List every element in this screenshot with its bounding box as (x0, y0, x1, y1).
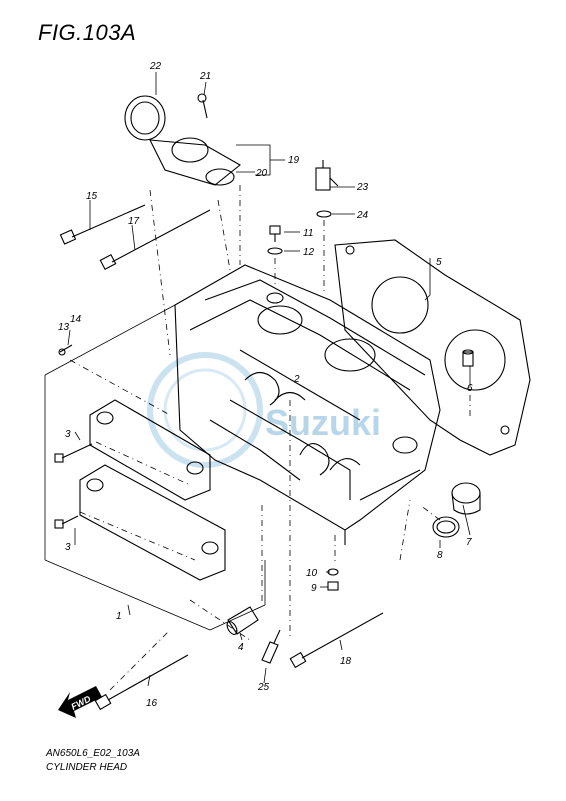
callout-6: 6 (467, 383, 473, 394)
figure-title: FIG.103A (38, 20, 137, 45)
figure-code: AN650L6_E02_103A (46, 748, 140, 759)
bolt-3-upper (54, 443, 93, 463)
washer-24 (316, 210, 332, 218)
figure-name: CYLINDER HEAD (46, 762, 128, 773)
alignment-centerlines (69, 185, 471, 691)
callout-18: 18 (340, 656, 352, 667)
callout-3-upper: 3 (65, 429, 71, 440)
callout-8: 8 (437, 550, 443, 561)
washer-12 (267, 247, 283, 255)
callout-3-lower: 3 (65, 542, 71, 553)
o-ring (432, 516, 460, 538)
callout-19: 19 (288, 155, 300, 166)
temperature-sensor (315, 160, 339, 191)
callout-21: 21 (199, 71, 211, 82)
callout-25: 25 (257, 682, 270, 693)
bolt-15 (59, 204, 146, 245)
cap (451, 482, 481, 515)
camshaft-holder-lower (79, 464, 226, 581)
pipe-4 (226, 606, 259, 635)
callout-13: 13 (58, 322, 70, 333)
bolt-11 (269, 225, 281, 242)
spark-plug (261, 629, 281, 664)
callout-23: 23 (356, 182, 369, 193)
cylinder-head-frame (44, 304, 266, 631)
callout-7: 7 (466, 537, 472, 548)
leader-lines (67, 72, 471, 687)
callout-16: 16 (146, 698, 158, 709)
fitting-13-14 (58, 344, 73, 356)
callout-labels: 1 2 3 3 4 5 6 7 8 9 10 11 12 13 14 15 16… (58, 61, 473, 709)
callout-11: 11 (303, 228, 313, 239)
watermark-text: Suzuki (265, 402, 381, 443)
callout-9: 9 (311, 583, 317, 594)
bolt-16 (94, 654, 189, 711)
bolt-17 (99, 209, 211, 270)
callout-10: 10 (306, 568, 318, 579)
watermark-logo: Suzuki (147, 352, 381, 468)
dowel-pin (462, 349, 474, 367)
head-gasket (334, 239, 531, 456)
callout-24: 24 (356, 210, 369, 221)
callout-20: 20 (255, 168, 268, 179)
callout-2: 2 (293, 374, 300, 385)
callout-12: 12 (303, 247, 315, 258)
callout-1: 1 (116, 611, 122, 622)
callout-5: 5 (436, 257, 442, 268)
bolt-3-lower (54, 515, 79, 529)
thermostat-housing (124, 95, 241, 186)
bolt-18 (289, 612, 384, 669)
callout-14: 14 (70, 314, 82, 325)
callout-15: 15 (86, 191, 98, 202)
callout-22: 22 (149, 61, 162, 72)
fwd-arrow-icon: FWD (58, 686, 102, 718)
callout-17: 17 (128, 216, 140, 227)
bolt-9 (327, 581, 339, 591)
callout-4: 4 (238, 642, 244, 653)
bolt-21 (197, 93, 208, 119)
